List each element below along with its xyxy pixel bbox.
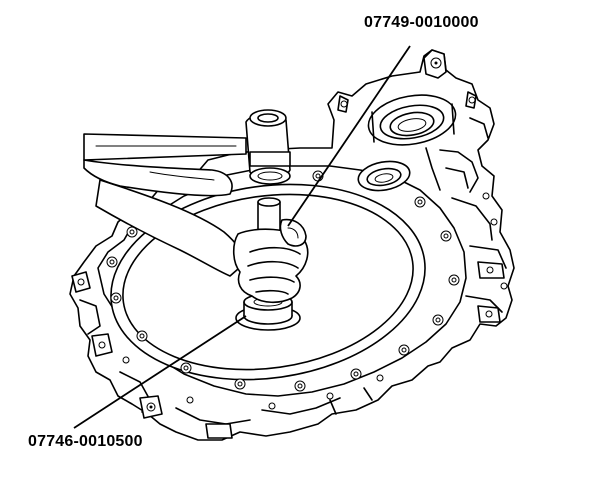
bearing-bore-upper bbox=[367, 94, 457, 146]
callout-leaders bbox=[73, 45, 411, 429]
bearing-bore-lower bbox=[357, 160, 411, 192]
hand-icon bbox=[95, 179, 309, 304]
housing-lower-details bbox=[71, 271, 384, 439]
housing-top-lug bbox=[423, 49, 447, 79]
callout-top-leader bbox=[287, 45, 411, 227]
hammer-icon bbox=[83, 109, 291, 197]
callout-label-special-tool-attachment: 07746-0010500 bbox=[28, 433, 143, 450]
callout-label-special-tool-driver: 07749-0010000 bbox=[364, 14, 479, 31]
callout-bottom-leader bbox=[73, 315, 247, 429]
housing-ribs bbox=[337, 91, 508, 323]
